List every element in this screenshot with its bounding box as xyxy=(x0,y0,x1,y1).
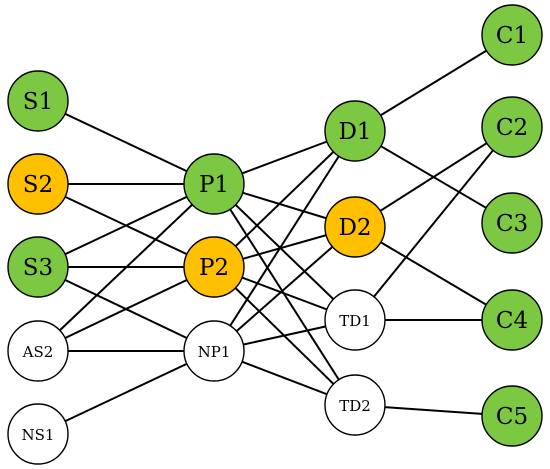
edge-np1-d2 xyxy=(213,226,356,352)
node-circle xyxy=(481,4,543,66)
node-label: TD1 xyxy=(339,312,371,330)
node-c5: C5 xyxy=(481,385,543,447)
node-td1: TD1 xyxy=(324,289,386,351)
node-circle xyxy=(7,70,69,132)
node-circle xyxy=(7,153,69,215)
node-circle xyxy=(324,374,386,436)
node-p1: P1 xyxy=(183,153,245,215)
node-label: S2 xyxy=(23,172,53,198)
node-td2: TD2 xyxy=(324,374,386,436)
edge-d2-c2 xyxy=(354,126,513,228)
node-circle xyxy=(324,289,386,351)
node-circle xyxy=(324,196,386,258)
edge-layer xyxy=(37,34,513,435)
node-circle xyxy=(7,403,69,465)
edge-as2-p2 xyxy=(37,266,215,352)
node-label: C5 xyxy=(496,404,528,430)
node-label: C3 xyxy=(496,211,528,237)
edge-s1-p1 xyxy=(37,100,215,185)
edge-ns1-np1 xyxy=(37,350,215,435)
node-p2: P2 xyxy=(183,236,245,298)
node-circle xyxy=(183,153,245,215)
node-d2: D2 xyxy=(324,196,386,258)
node-as2: AS2 xyxy=(7,320,69,382)
node-label: AS2 xyxy=(22,343,54,361)
node-circle xyxy=(7,236,69,298)
node-s3: S3 xyxy=(7,236,69,298)
node-label: P1 xyxy=(199,172,229,198)
edge-td1-c2 xyxy=(354,126,513,321)
node-ns1: NS1 xyxy=(7,403,69,465)
edge-np1-d1 xyxy=(213,130,356,352)
edge-p1-td1 xyxy=(213,183,356,321)
node-label: NS1 xyxy=(22,426,55,444)
node-c2: C2 xyxy=(481,96,543,158)
node-c1: C1 xyxy=(481,4,543,66)
node-circle xyxy=(183,320,245,382)
node-circle xyxy=(324,100,386,162)
node-np1: NP1 xyxy=(183,320,245,382)
node-circle xyxy=(481,385,543,447)
node-label: P2 xyxy=(199,255,229,281)
node-label: NP1 xyxy=(198,343,231,361)
node-c4: C4 xyxy=(481,289,543,351)
node-label: TD2 xyxy=(339,397,371,415)
node-label: C1 xyxy=(496,23,528,49)
node-c3: C3 xyxy=(481,192,543,254)
node-label: D2 xyxy=(338,215,371,241)
node-s2: S2 xyxy=(7,153,69,215)
node-label: D1 xyxy=(338,119,371,145)
edge-s3-p1 xyxy=(37,183,215,268)
node-label: C2 xyxy=(496,115,528,141)
node-circle xyxy=(7,320,69,382)
node-label: S1 xyxy=(23,89,53,115)
node-circle xyxy=(183,236,245,298)
edge-p2-d1 xyxy=(213,130,356,268)
node-d1: D1 xyxy=(324,100,386,162)
node-label: C4 xyxy=(496,308,528,334)
node-circle xyxy=(481,289,543,351)
node-circle xyxy=(481,192,543,254)
node-s1: S1 xyxy=(7,70,69,132)
node-label: S3 xyxy=(23,255,53,281)
edge-as2-p1 xyxy=(37,183,215,352)
node-circle xyxy=(481,96,543,158)
